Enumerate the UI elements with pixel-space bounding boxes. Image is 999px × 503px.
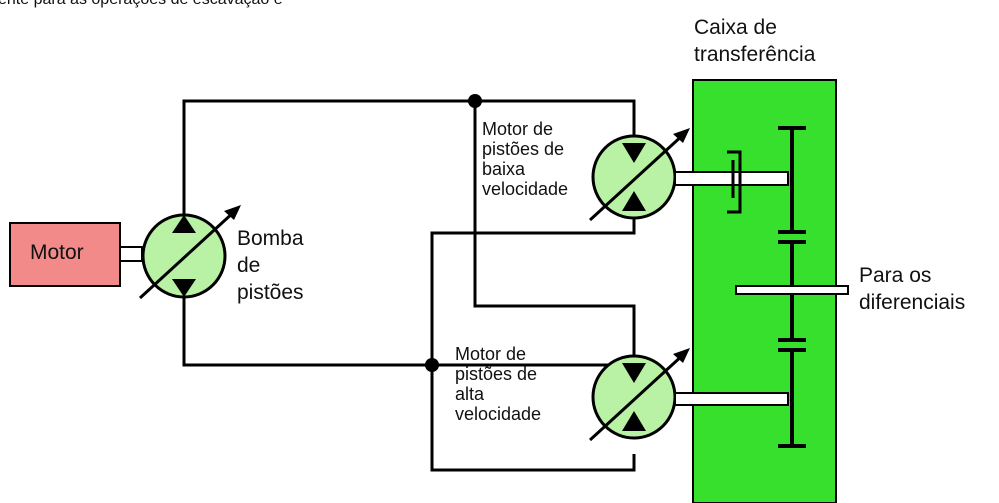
clutch-bracket — [727, 150, 742, 214]
pump-symbol — [138, 205, 241, 300]
low-speed-motor-label: Motor de pistões de baixa velocidade — [482, 119, 568, 200]
high-speed-motor-label-line-4: velocidade — [455, 404, 542, 425]
high-speed-motor-label-line-3: alta — [455, 384, 485, 405]
high-speed-motor-label: Motor de pistões de alta velocidade — [455, 344, 541, 425]
pump-label: Bomba de pistões — [237, 226, 304, 307]
pump-label-line-2: de — [237, 253, 261, 277]
transfer-case-label: Caixa de transferência — [694, 15, 815, 69]
low-speed-motor-label-line-1: Motor de — [482, 119, 554, 139]
pump-label-line-1: Bomba — [237, 227, 304, 250]
low-speed-motor-label-line-3: baixa — [482, 159, 526, 180]
high-speed-motor-symbol — [588, 348, 690, 442]
low-speed-motor-symbol — [588, 128, 690, 222]
motor-label: Motor — [30, 241, 84, 264]
junction-dot-top — [468, 94, 482, 108]
output-label-line-1: Para os — [859, 264, 932, 287]
transfer-case-label-line-1: Caixa de — [694, 16, 777, 39]
high-speed-motor-label-line-2: pistões de — [455, 364, 538, 385]
high-speed-motor-label-line-1: Motor de — [455, 344, 527, 364]
transfer-case-label-line-2: transferência — [694, 42, 816, 66]
low-speed-motor-label-line-4: velocidade — [482, 179, 569, 200]
output-shaft — [735, 285, 849, 295]
top-caption-fragment: ente para as operações de escavação e — [0, 0, 283, 9]
motor-coupling — [119, 246, 143, 262]
motor-box — [9, 222, 121, 287]
high-motor-shaft — [674, 392, 789, 406]
low-speed-motor-label-line-2: pistões de — [482, 139, 565, 160]
output-label: Para os diferenciais — [859, 262, 965, 317]
pump-label-line-3: pistões — [237, 280, 304, 304]
junction-dot-bottom — [425, 358, 439, 372]
output-label-line-2: diferenciais — [859, 291, 966, 315]
